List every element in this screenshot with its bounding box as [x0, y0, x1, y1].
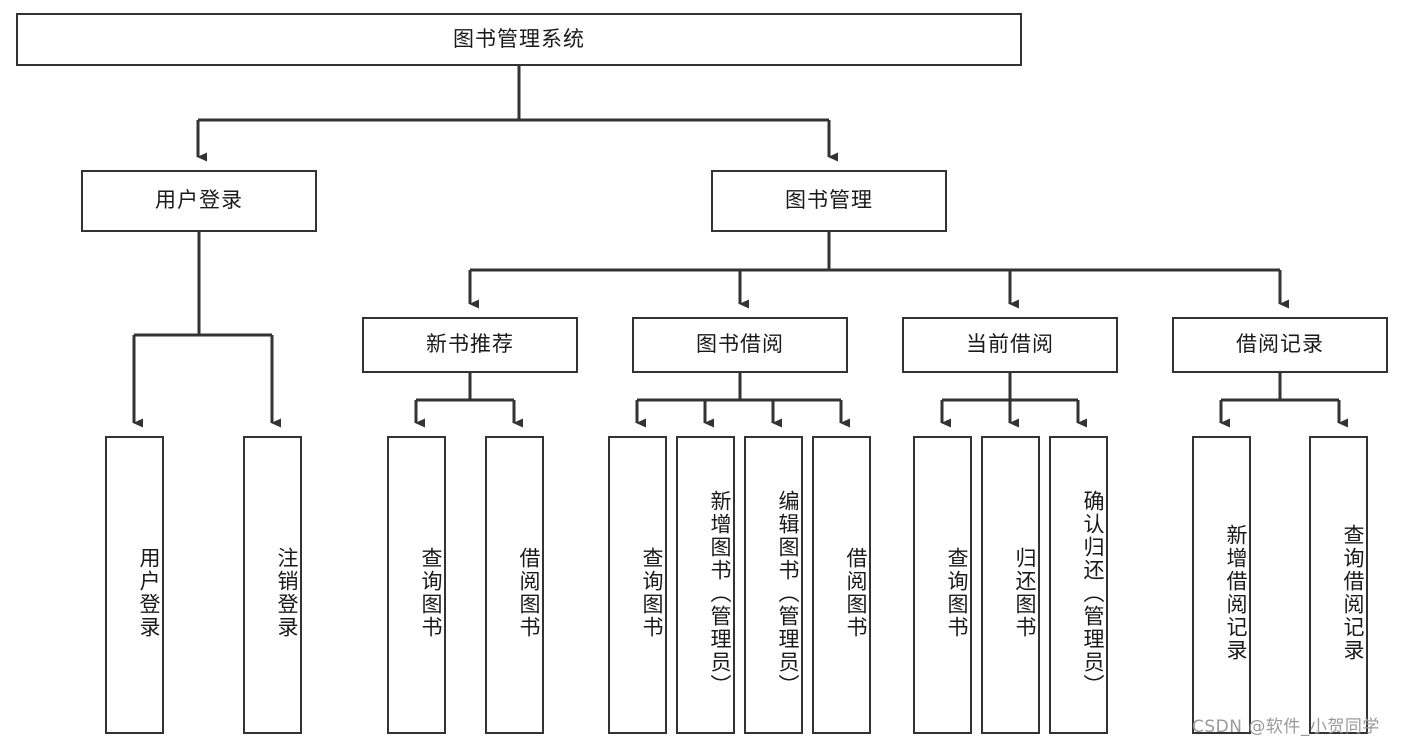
node-borrow-record-label: 借阅记录: [1236, 332, 1324, 357]
node-leaf-borrow-book-2-label: 借阅图书: [844, 547, 868, 639]
node-leaf-query-borrow-record-label: 查询借阅记录: [1341, 524, 1365, 662]
node-leaf-edit-book-admin-label: 编辑图书（管理员）: [776, 489, 800, 697]
node-leaf-query-book-1-label: 查询图书: [419, 547, 443, 639]
node-root[interactable]: 图书管理系统: [16, 13, 1022, 66]
node-leaf-borrow-book-1[interactable]: 借阅图书: [485, 436, 544, 734]
node-leaf-user-login[interactable]: 用户登录: [105, 436, 164, 734]
node-leaf-add-borrow-record[interactable]: 新增借阅记录: [1192, 436, 1251, 734]
node-leaf-user-login-label: 用户登录: [137, 547, 161, 639]
node-leaf-query-book-2-label: 查询图书: [640, 547, 664, 639]
node-leaf-return-book[interactable]: 归还图书: [981, 436, 1040, 734]
node-new-book-recommend-label: 新书推荐: [426, 332, 514, 357]
node-leaf-edit-book-admin[interactable]: 编辑图书（管理员）: [744, 436, 803, 734]
node-leaf-confirm-return-admin-label: 确认归还（管理员）: [1081, 489, 1105, 697]
node-leaf-query-book-3[interactable]: 查询图书: [913, 436, 972, 734]
node-leaf-add-book-admin-label: 新增图书（管理员）: [708, 489, 732, 697]
node-leaf-confirm-return-admin[interactable]: 确认归还（管理员）: [1049, 436, 1108, 734]
node-leaf-logout-login-label: 注销登录: [275, 547, 299, 639]
node-borrow-record[interactable]: 借阅记录: [1172, 317, 1388, 373]
node-current-borrow[interactable]: 当前借阅: [902, 317, 1118, 373]
node-book-borrow[interactable]: 图书借阅: [632, 317, 848, 373]
node-user-login-label: 用户登录: [155, 188, 243, 213]
node-leaf-return-book-label: 归还图书: [1013, 547, 1037, 639]
node-book-manage[interactable]: 图书管理: [711, 170, 947, 232]
node-leaf-borrow-book-1-label: 借阅图书: [517, 547, 541, 639]
node-current-borrow-label: 当前借阅: [966, 332, 1054, 357]
node-new-book-recommend[interactable]: 新书推荐: [362, 317, 578, 373]
node-book-manage-label: 图书管理: [785, 188, 873, 213]
node-leaf-query-borrow-record[interactable]: 查询借阅记录: [1309, 436, 1368, 734]
node-root-label: 图书管理系统: [453, 26, 585, 51]
node-user-login[interactable]: 用户登录: [81, 170, 317, 232]
node-leaf-borrow-book-2[interactable]: 借阅图书: [812, 436, 871, 734]
csdn-watermark: CSDN @软件_小贺同学: [1192, 717, 1380, 737]
node-book-borrow-label: 图书借阅: [696, 332, 784, 357]
node-leaf-add-borrow-record-label: 新增借阅记录: [1224, 524, 1248, 662]
node-leaf-add-book-admin[interactable]: 新增图书（管理员）: [676, 436, 735, 734]
node-leaf-query-book-1[interactable]: 查询图书: [387, 436, 446, 734]
node-leaf-logout-login[interactable]: 注销登录: [243, 436, 302, 734]
node-leaf-query-book-2[interactable]: 查询图书: [608, 436, 667, 734]
node-leaf-query-book-3-label: 查询图书: [945, 547, 969, 639]
